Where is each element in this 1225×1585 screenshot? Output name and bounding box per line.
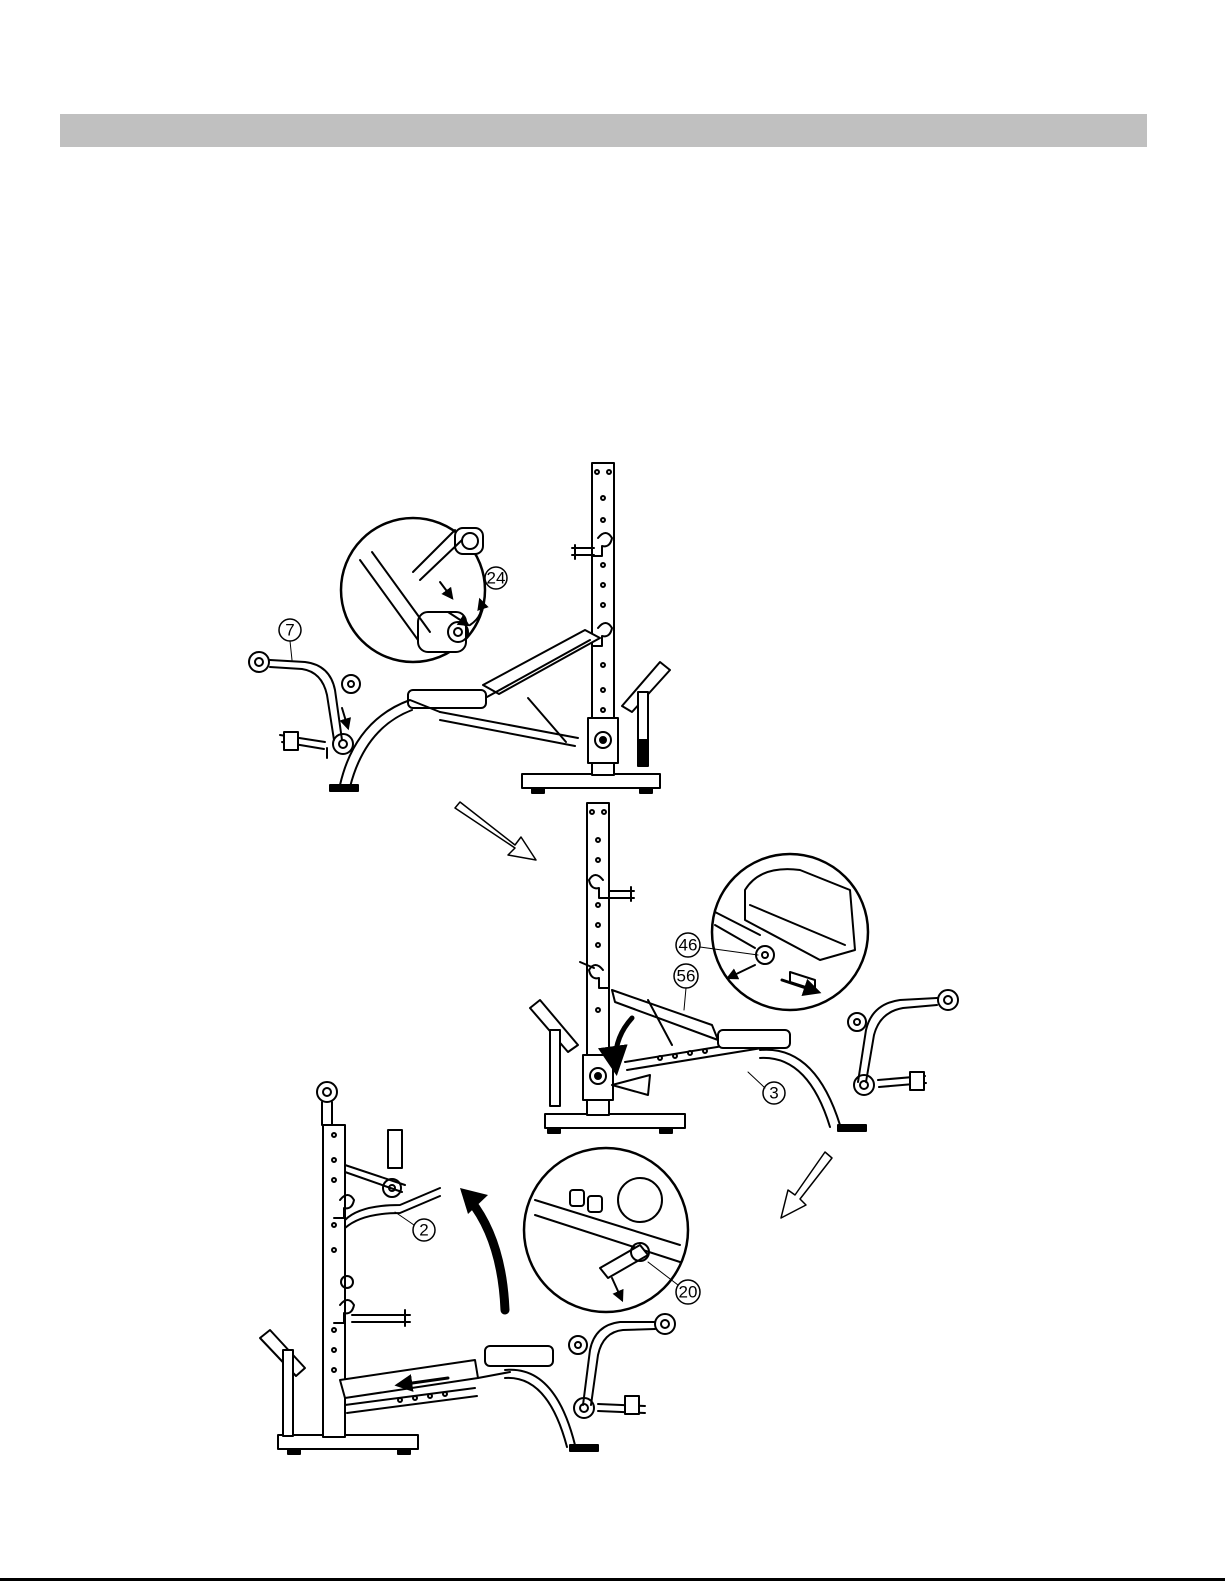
callout-label-24: 24	[487, 569, 506, 588]
bench-figure-3	[260, 1082, 688, 1454]
callout-3: 3	[748, 1072, 785, 1104]
callout-56: 56	[674, 964, 698, 1010]
callout-24: 24	[485, 567, 507, 589]
callout-label-7: 7	[285, 621, 294, 640]
callout-label-56: 56	[677, 967, 696, 986]
callout-label-2: 2	[419, 1221, 428, 1240]
detail-circle-20	[524, 1148, 688, 1312]
callout-label-3: 3	[769, 1084, 778, 1103]
callout-2: 2	[395, 1212, 435, 1241]
page-bottom-rule	[0, 1578, 1225, 1581]
callout-7: 7	[279, 619, 301, 660]
callout-label-20: 20	[679, 1283, 698, 1302]
bench-figure-1	[249, 463, 670, 860]
callout-label-46: 46	[679, 936, 698, 955]
